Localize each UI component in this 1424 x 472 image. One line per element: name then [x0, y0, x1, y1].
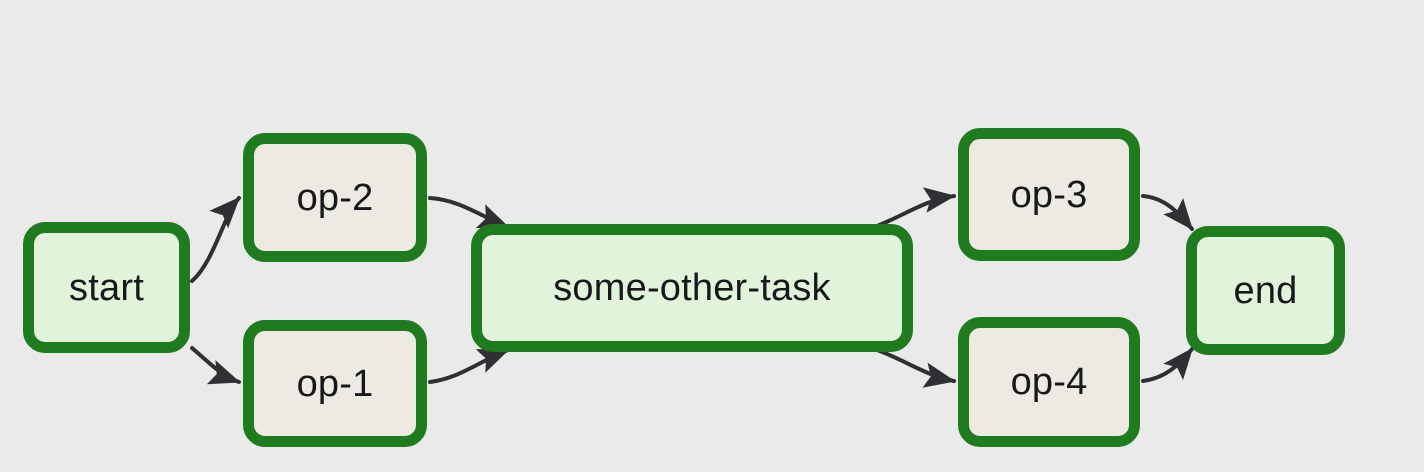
- node-start[interactable]: start: [23, 222, 190, 353]
- node-start-label: start: [69, 266, 144, 309]
- edge-op2-task: [428, 196, 510, 229]
- node-op-2-label: op-2: [296, 176, 374, 219]
- node-op-1-label: op-1: [296, 362, 374, 405]
- node-op-1[interactable]: op-1: [243, 320, 427, 447]
- node-op-4-label: op-4: [1010, 361, 1088, 403]
- edge-task-op4: [875, 348, 956, 388]
- node-end-label: end: [1233, 269, 1298, 312]
- node-op-3-label: op-3: [1010, 173, 1088, 216]
- node-op-4[interactable]: op-4: [958, 317, 1140, 447]
- node-some-other-task-label: some-other-task: [553, 267, 831, 309]
- node-op-2[interactable]: op-2: [243, 133, 427, 262]
- node-op-3[interactable]: op-3: [958, 128, 1140, 261]
- node-some-other-task[interactable]: some-other-task: [471, 224, 913, 352]
- node-end[interactable]: end: [1186, 226, 1345, 355]
- edge-op1-task: [428, 348, 510, 384]
- edge-op4-end: [1141, 347, 1194, 383]
- edge-task-op3: [875, 187, 956, 228]
- edge-start-op2: [190, 196, 241, 283]
- edge-op3-end: [1141, 194, 1194, 231]
- edge-start-op1: [190, 346, 241, 385]
